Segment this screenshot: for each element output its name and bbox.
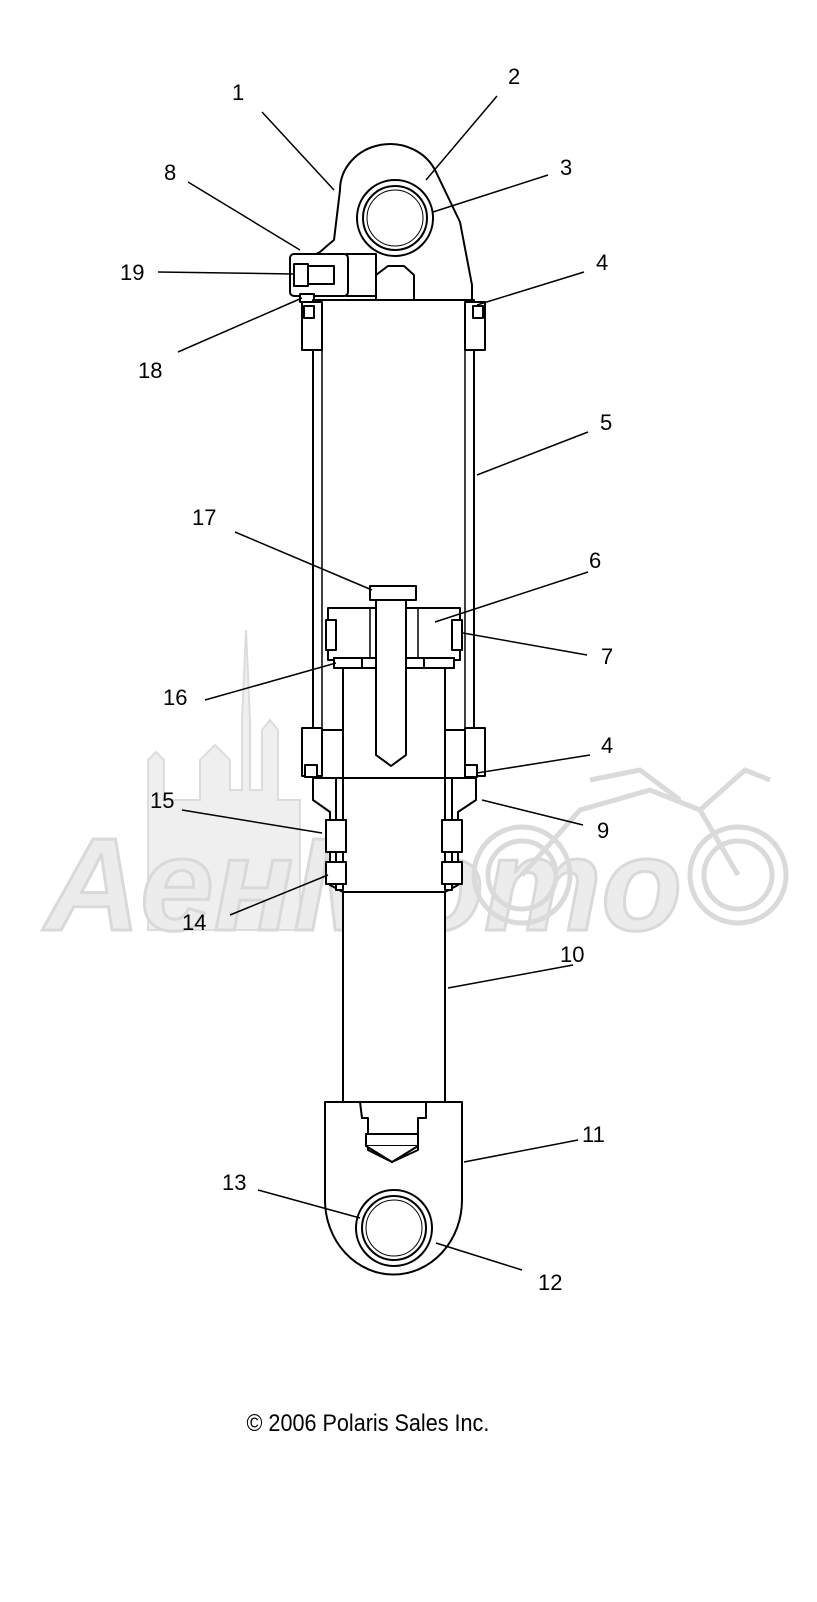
callout-1: 1 <box>232 80 244 105</box>
callout-13: 13 <box>222 1170 246 1195</box>
callout-11: 11 <box>582 1122 605 1147</box>
callout-4-top: 4 <box>596 250 608 275</box>
piston-bolt <box>369 585 417 601</box>
o-ring <box>299 293 315 303</box>
callout-12: 12 <box>538 1270 562 1295</box>
motorcycle-icon <box>471 767 789 926</box>
callout-3: 3 <box>560 155 572 180</box>
valve-body <box>345 253 377 297</box>
callout-4-bottom: 4 <box>601 733 613 758</box>
copyright-notice: © 2006 Polaris Sales Inc. <box>246 1410 490 1437</box>
piston-ring <box>451 619 463 651</box>
leader-lines <box>157 95 591 1271</box>
callout-9: 9 <box>597 818 609 843</box>
shaft <box>342 891 446 1103</box>
rod-bearing <box>325 819 347 853</box>
callout-16: 16 <box>163 685 187 710</box>
valve-boss <box>375 265 415 301</box>
callout-6: 6 <box>589 548 601 573</box>
rod-seal <box>325 861 347 885</box>
callouts: 1 2 3 4 5 6 7 16 17 4 9 15 14 10 11 13 1… <box>120 64 613 1295</box>
lower-bushing <box>361 1195 427 1261</box>
callout-10: 10 <box>560 942 584 967</box>
callout-5: 5 <box>600 410 612 435</box>
callout-14: 14 <box>182 910 206 935</box>
callout-8: 8 <box>164 160 176 185</box>
watermark-skyline <box>147 629 301 931</box>
callout-7: 7 <box>601 644 613 669</box>
callout-15: 15 <box>150 788 174 813</box>
callout-17: 17 <box>192 505 216 530</box>
upper-bushing <box>362 185 428 251</box>
callout-18: 18 <box>138 358 162 383</box>
callout-19: 19 <box>120 260 144 285</box>
callout-2: 2 <box>508 64 520 89</box>
